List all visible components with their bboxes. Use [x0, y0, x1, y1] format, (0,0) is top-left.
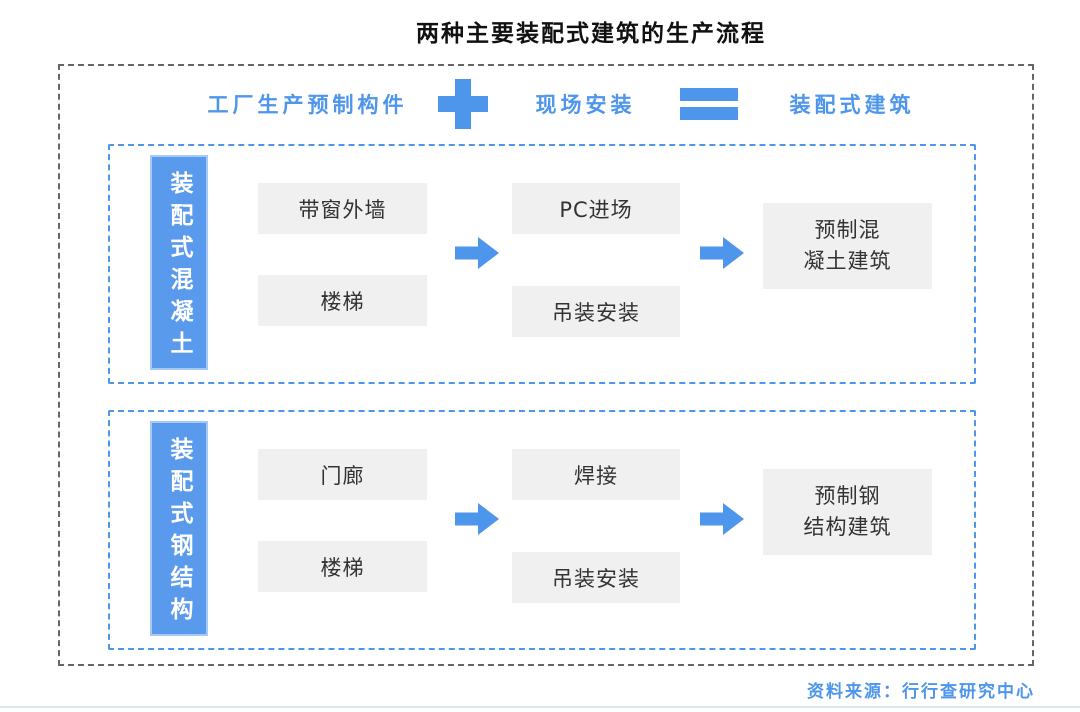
source-note: 资料来源：行行查研究中心 [807, 682, 1035, 702]
component-box: 楼梯 [258, 275, 427, 326]
install-step-box: 焊接 [512, 449, 680, 500]
install-step-box: PC进场 [512, 183, 680, 234]
diagram-outer-frame: 工厂生产预制构件 现场安装 装配式建筑 装配式混凝土 带窗外墙 楼梯 PC进场 … [58, 64, 1034, 666]
install-step-box: 吊装安装 [512, 286, 680, 337]
arrow-right-icon [700, 237, 744, 269]
component-box: 门廊 [258, 449, 427, 500]
arrow-right-icon [455, 503, 499, 535]
equals-icon [679, 88, 738, 120]
result-line: 预制钢 [814, 484, 881, 508]
arrow-right-icon [455, 237, 499, 269]
formula-result-label: 装配式建筑 [789, 93, 915, 117]
result-line: 结构建筑 [803, 515, 892, 539]
section-concrete-label: 装配式混凝土 [150, 155, 208, 370]
section-concrete: 装配式混凝土 带窗外墙 楼梯 PC进场 吊装安装 预制混 凝土建筑 [108, 144, 976, 384]
title-row: 两种主要装配式建筑的生产流程 [102, 14, 1080, 48]
formula-site-label: 现场安装 [535, 93, 636, 117]
plus-icon [437, 79, 488, 129]
bottom-divider [0, 706, 1080, 708]
section-steel-label: 装配式钢结构 [150, 421, 208, 636]
section-steel: 装配式钢结构 门廊 楼梯 焊接 吊装安装 预制钢 结构建筑 [108, 410, 976, 650]
page-title: 两种主要装配式建筑的生产流程 [416, 21, 766, 47]
install-step-box: 吊装安装 [512, 552, 680, 603]
result-box: 预制混 凝土建筑 [763, 203, 932, 289]
formula-factory-label: 工厂生产预制构件 [207, 93, 408, 117]
arrow-right-icon [700, 503, 744, 535]
formula-row: 工厂生产预制构件 现场安装 装配式建筑 [60, 78, 1032, 130]
result-line: 凝土建筑 [803, 249, 892, 273]
component-box: 带窗外墙 [258, 183, 427, 234]
component-box: 楼梯 [258, 541, 427, 592]
result-line: 预制混 [814, 218, 881, 242]
result-box: 预制钢 结构建筑 [763, 469, 932, 555]
